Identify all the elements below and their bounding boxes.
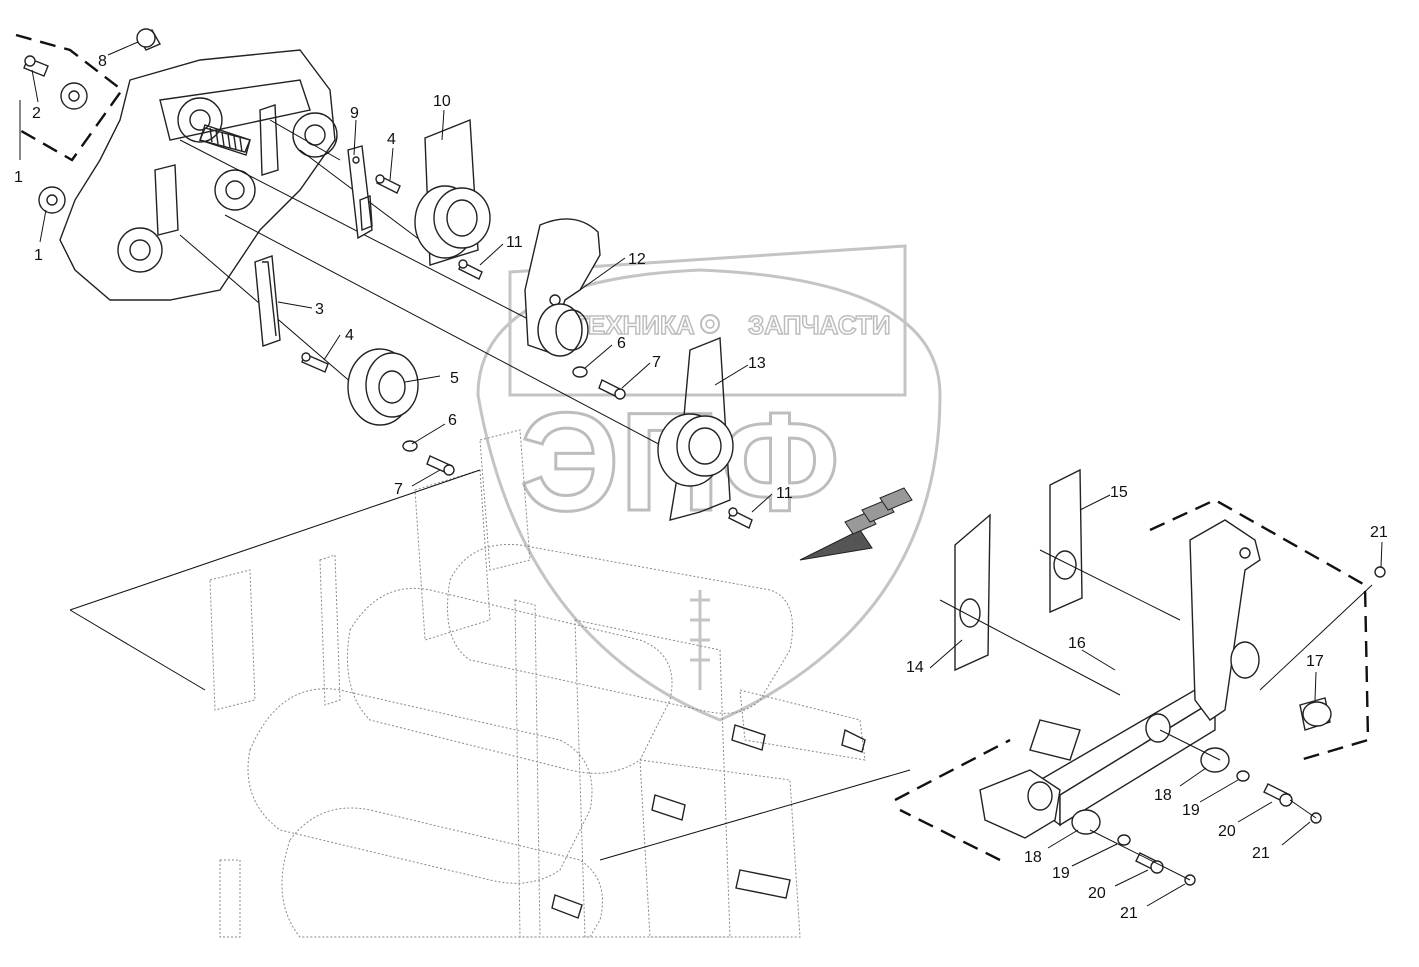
callout-13: 13	[748, 355, 766, 372]
callout-19-upper: 19	[1182, 802, 1200, 819]
nut-part-1	[38, 186, 66, 214]
callout-17: 17	[1306, 653, 1324, 670]
washer-part-18-lower	[1071, 809, 1101, 835]
watermark-brand-right: ЗАПЧАСТИ	[748, 310, 891, 340]
kit-group-1-outline	[15, 33, 124, 162]
gear-housing	[59, 49, 338, 301]
callout-10: 10	[433, 93, 451, 110]
threaded-shaft	[199, 124, 251, 156]
crossbeam-part-16	[979, 519, 1261, 839]
callout-8: 8	[98, 53, 107, 70]
callout-21-low: 21	[1120, 905, 1138, 922]
callout-7-lower: 7	[394, 481, 403, 498]
callout-4-upper: 4	[387, 131, 396, 148]
callout-4-lower: 4	[345, 327, 354, 344]
callout-11-upper: 11	[506, 234, 523, 251]
baler-frame-assembly	[209, 429, 866, 938]
screw-part-4-lower	[301, 352, 329, 373]
screw-part-11-lower	[728, 507, 753, 529]
callout-2: 2	[32, 105, 41, 122]
bushing-part-17	[1299, 697, 1332, 731]
screw-part-11-upper	[458, 259, 483, 280]
callout-20-upper: 20	[1218, 823, 1236, 840]
right-assembly-axis-lines	[939, 549, 1373, 881]
bearing-part-5	[347, 348, 419, 426]
callout-1-kit: 1	[14, 169, 23, 186]
callout-18-upper: 18	[1154, 787, 1172, 804]
leader-lines	[19, 41, 1383, 907]
callout-9: 9	[350, 105, 359, 122]
callout-14: 14	[906, 659, 924, 676]
shield-part-14	[954, 513, 991, 672]
nut-part-1-kit	[60, 82, 88, 110]
watermark-brand-left: ТЕХНИКА	[572, 310, 695, 340]
bracket-part-9	[347, 145, 373, 240]
callout-6-upper: 6	[617, 335, 626, 352]
callout-19-lower: 19	[1052, 865, 1070, 882]
nut-part-21-top	[1374, 566, 1386, 578]
kit-group-3-outline	[894, 738, 1011, 862]
direction-arrow-icon	[799, 487, 913, 561]
cap-part-8	[136, 28, 161, 51]
callout-15: 15	[1110, 484, 1128, 501]
callout-3: 3	[315, 301, 324, 318]
callout-11-lower: 11	[776, 485, 793, 502]
bolt-part-20-upper	[1263, 783, 1293, 807]
assembly-axis-lines	[69, 119, 911, 861]
callout-21-top: 21	[1370, 524, 1388, 541]
washer-part-6-upper	[572, 366, 588, 378]
bearing-flange-upper	[414, 185, 491, 259]
screw-part-7-lower	[426, 455, 455, 476]
callout-labels: 1 1 2 3 4 4 5 6 6 7 7 8 9 10 11 11 12 13…	[14, 53, 1388, 922]
callout-1-loose: 1	[34, 247, 43, 264]
bearing-flange-lower	[657, 413, 734, 487]
callout-5: 5	[450, 370, 459, 387]
screw-part-7-upper	[598, 379, 626, 400]
washer-part-19-upper	[1236, 770, 1250, 782]
shield-part-15	[1049, 468, 1083, 614]
callout-20-lower: 20	[1088, 885, 1106, 902]
gear-icon	[700, 314, 720, 334]
callout-6-lower: 6	[448, 412, 457, 429]
callout-7-upper: 7	[652, 354, 661, 371]
bolt-part-2	[23, 55, 49, 77]
callout-18-lower: 18	[1024, 849, 1042, 866]
screw-part-4-upper	[375, 174, 401, 194]
wheat-emblem	[690, 590, 710, 690]
callout-16: 16	[1068, 635, 1086, 652]
bolt-part-20-lower	[1135, 852, 1164, 874]
rail-part-3	[254, 255, 281, 347]
callout-21-mid: 21	[1252, 845, 1270, 862]
washer-part-19-lower	[1117, 834, 1131, 846]
shaft-stub	[551, 724, 866, 919]
callout-12: 12	[628, 251, 646, 268]
cover-part-12	[524, 218, 601, 357]
